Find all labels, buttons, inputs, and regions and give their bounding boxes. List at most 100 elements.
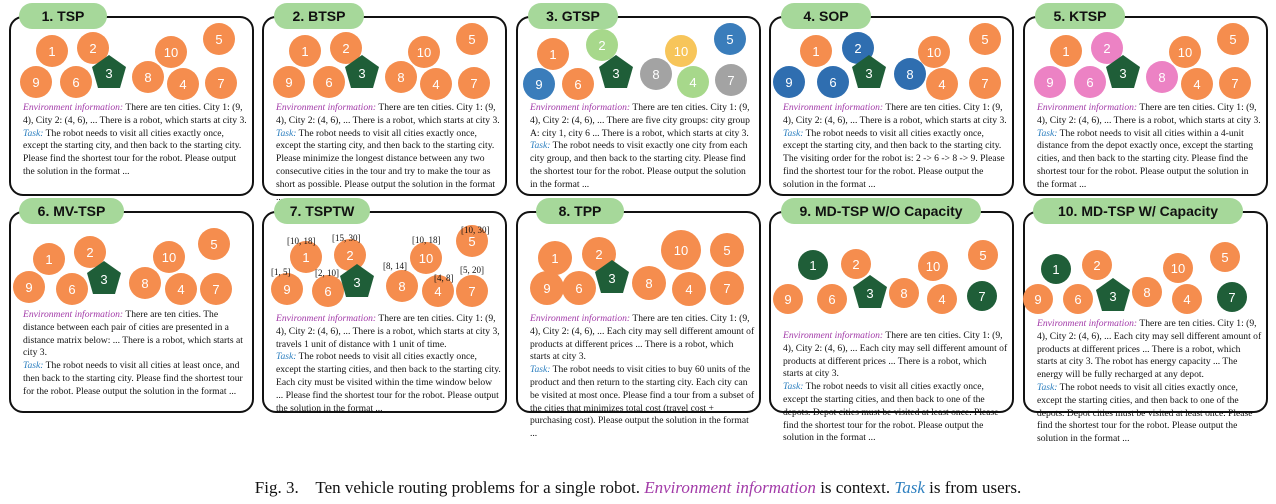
city-node: 5 [714,23,746,55]
caption-env-term: Environment information [644,478,816,497]
env-text: There are ten cities. City 1: (9, 4), Ci… [1037,102,1261,126]
city-node: 4 [1172,284,1202,314]
city-node: 1 [538,241,572,275]
task-label: Task: [530,140,551,152]
panel-title: 9. MD-TSP W/O Capacity [781,198,981,224]
city-node: 8 [889,278,919,308]
caption-text-2: is context. [815,478,895,497]
pentagon-fill [599,55,633,88]
city-node: 4 [420,68,452,100]
time-window-label: [4, 8] [434,273,454,283]
panel-title: 8. TPP [536,198,624,224]
city-node: 6 [1074,66,1106,98]
city-node: 8 [129,267,161,299]
env-text: There are ten cities. The distance betwe… [23,309,243,359]
problem-description: Environment information: There are ten c… [783,102,1008,192]
city-node: 2 [77,32,109,64]
time-window-label: [10, 30] [461,225,490,235]
city-node: 6 [56,273,88,305]
city-node: 7 [715,64,747,96]
depot-label: 3 [1119,66,1127,81]
env-label: Environment information: [276,102,377,113]
env-text: There are ten cities. City 1: (9, 4), Ci… [1037,318,1262,381]
pentagon-fill [853,275,887,308]
city-node: 4 [165,273,197,305]
problem-description: Environment information: There are ten c… [1037,102,1262,192]
pentagon-shape [1106,55,1140,88]
task-text: The robot needs to visit all cities exac… [276,351,501,414]
city-node: 7 [456,275,488,307]
task-text: The robot needs to visit all cities exac… [783,127,1005,190]
city-node: 5 [1217,23,1249,55]
city-node: 2 [842,32,874,64]
city-node: 1 [289,35,321,67]
city-node: 7 [969,67,1001,99]
pentagon-shape [92,55,126,88]
env-label: Environment information: [783,102,884,113]
task-text: The robot needs to visit all cities exac… [1037,381,1253,445]
caption-text-3: is from users. [924,478,1022,497]
city-node: 9 [1023,284,1053,314]
problem-description: Environment information: There are ten c… [1037,318,1262,446]
city-node: 10 [1163,253,1193,283]
panel-title: 3. GTSP [528,3,618,29]
depot-label: 3 [612,66,620,81]
env-label: Environment information: [530,313,631,324]
city-node: 1 [537,38,569,70]
city-node: 8 [894,58,926,90]
city-node: 10 [408,36,440,68]
task-text: The robot needs to visit all cities exac… [23,127,242,177]
env-text: There are ten cities. City 1: (9, 4), Ci… [23,102,247,126]
depot-label: 3 [865,66,873,81]
pentagon-shape [595,260,629,293]
problem-description: Environment information: There are ten c… [530,313,755,441]
city-node: 2 [330,32,362,64]
city-node: 1 [800,35,832,67]
city-node: 4 [677,66,709,98]
time-window-label: [5, 20] [460,265,484,275]
env-text: There are ten cities. City 1: (9, 4), Ci… [276,313,500,350]
env-label: Environment information: [1037,318,1138,329]
problem-description: Environment information: There are ten c… [530,102,755,192]
city-node: 9 [273,66,305,98]
pentagon-fill [340,264,374,297]
depot-pentagon: 3 [91,54,127,90]
city-node: 8 [385,61,417,93]
task-text: The robot needs to visit all cities at l… [23,360,243,397]
city-node: 6 [562,271,596,305]
pentagon-fill [92,55,126,88]
problem-description: Environment information: There are ten c… [276,102,501,204]
city-node: 1 [33,243,65,275]
city-node: 9 [530,271,564,305]
city-node: 4 [422,275,454,307]
depot-pentagon: 3 [339,263,375,299]
city-node: 8 [632,266,666,300]
city-node: 4 [1181,68,1213,100]
panel-title: 5. KTSP [1035,3,1125,29]
pentagon-shape [87,261,121,294]
panel-title: 1. TSP [19,3,107,29]
problem-description: Environment information: There are ten c… [23,309,248,399]
task-label: Task: [276,351,297,363]
task-label: Task: [1037,381,1058,393]
city-node: 10 [918,36,950,68]
city-node: 5 [710,233,744,267]
panel-title: 2. BTSP [274,3,364,29]
city-node: 6 [817,66,849,98]
city-node: 10 [153,241,185,273]
depot-pentagon: 3 [594,259,630,295]
env-label: Environment information: [23,102,124,113]
city-node: 10 [661,230,701,270]
pentagon-fill [595,260,629,293]
city-node: 9 [773,66,805,98]
city-node: 10 [410,242,442,274]
pentagon-shape [852,55,886,88]
task-label: Task: [530,364,551,376]
time-window-label: [10, 18] [287,236,316,246]
city-node: 6 [312,275,344,307]
